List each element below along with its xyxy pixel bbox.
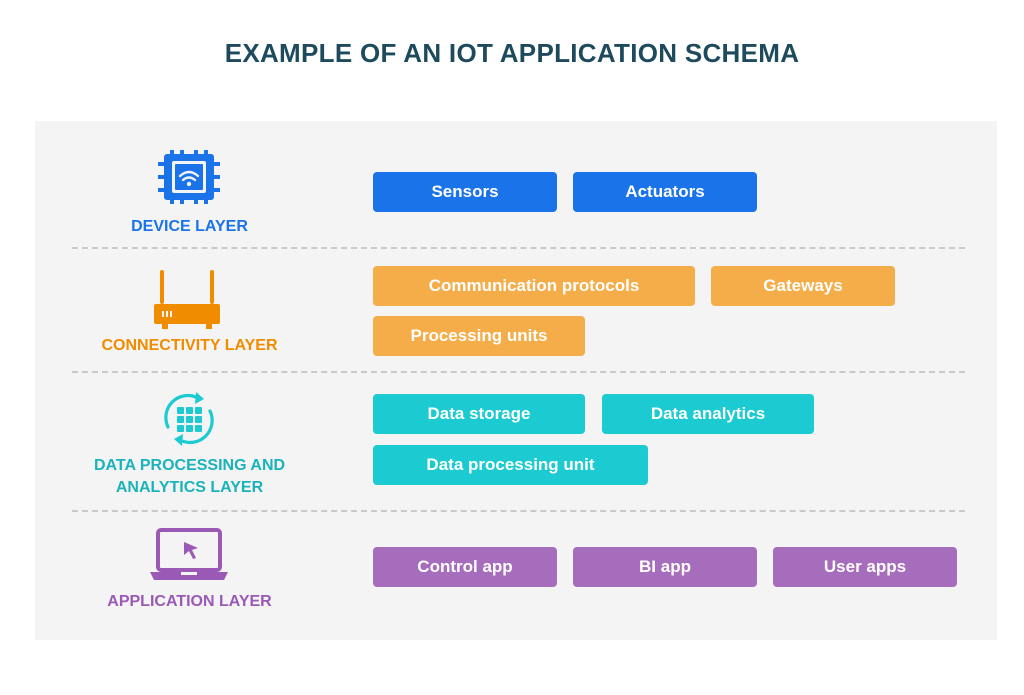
chip-icon [158,150,220,209]
application-item-control-app: Control app [373,547,557,587]
data-item-data-processing-unit: Data processing unit [373,445,648,485]
data-item-data-storage: Data storage [373,394,585,434]
data-grid-sync-icon [158,389,220,454]
data-item-data-analytics: Data analytics [602,394,814,434]
page-title: EXAMPLE OF AN IOT APPLICATION SCHEMA [224,38,800,68]
device-layer-label: DEVICE LAYER [131,218,248,235]
layer-divider [72,510,965,512]
router-icon [152,270,224,335]
data-layer-label-line1: DATA PROCESSING AND [93,457,286,474]
device-item-sensors: Sensors [373,172,557,212]
layer-divider [72,371,965,373]
connectivity-item-gateways: Gateways [711,266,895,306]
connectivity-item-processing-units: Processing units [373,316,585,356]
data-layer-label: DATA PROCESSING AND ANALYTICS LAYER [62,455,317,499]
application-layer-label: APPLICATION LAYER [107,593,272,610]
layer-divider [72,247,965,249]
data-layer-label-line2: ANALYTICS LAYER [115,479,264,496]
connectivity-item-communication-protocols: Communication protocols [373,266,695,306]
device-item-actuators: Actuators [573,172,757,212]
application-item-bi-app: BI app [573,547,757,587]
application-item-user-apps: User apps [773,547,957,587]
connectivity-layer-label: CONNECTIVITY LAYER [101,337,278,354]
laptop-cursor-icon [148,528,230,589]
